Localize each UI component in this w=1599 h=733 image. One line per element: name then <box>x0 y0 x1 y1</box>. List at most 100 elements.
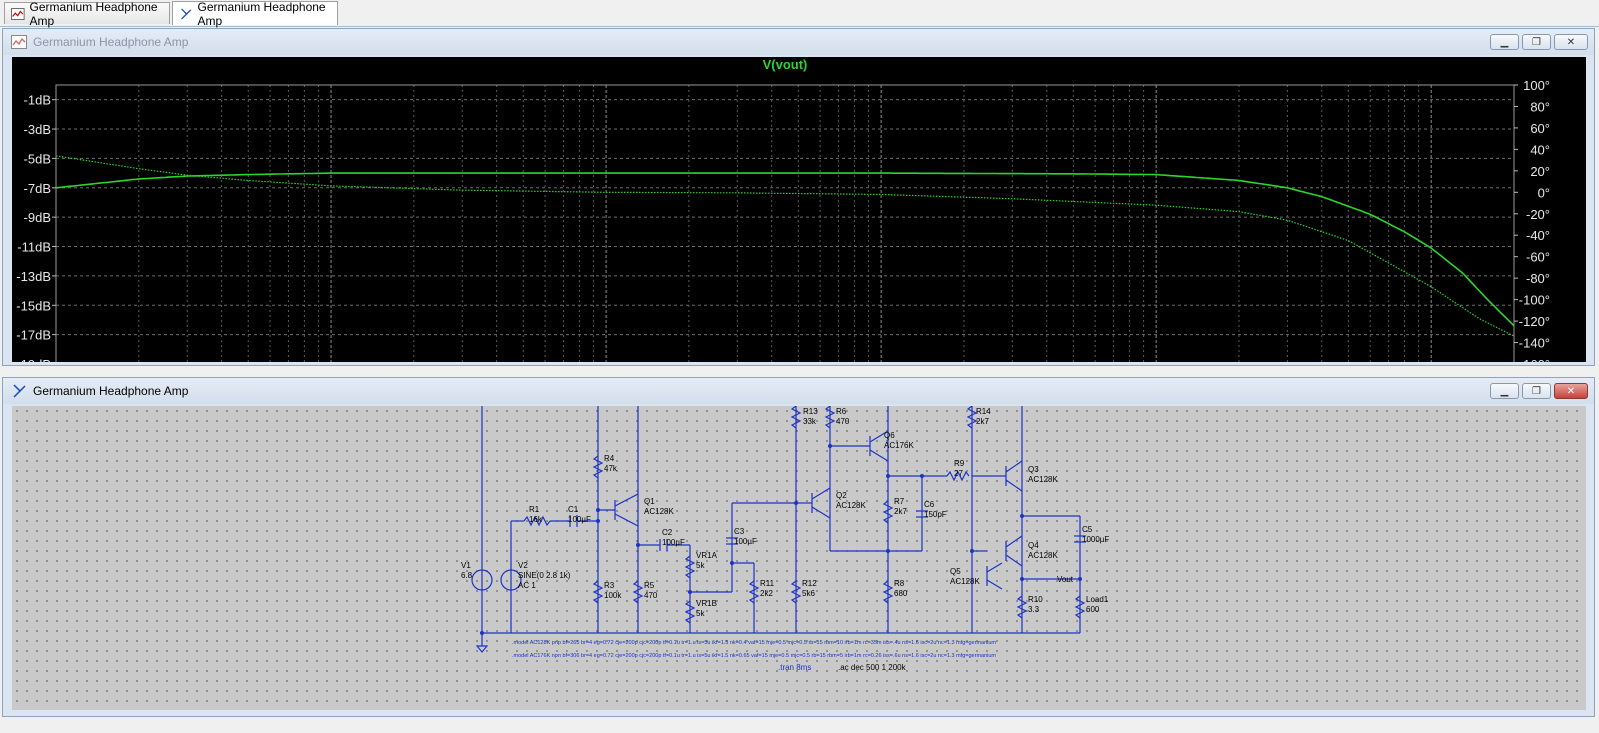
component-ref-r9[interactable]: R9 <box>954 459 965 468</box>
component-ref-load1[interactable]: Load1 <box>1086 595 1109 604</box>
component-value-c5[interactable]: 1000µF <box>1082 535 1109 544</box>
component-value-r11[interactable]: 2k2 <box>760 589 773 598</box>
component-value-r7[interactable]: 2k7 <box>894 507 907 516</box>
component-value-c1[interactable]: 100µF <box>568 515 591 524</box>
document-tab-bar: Germanium Headphone Amp Germanium Headph… <box>0 0 1599 28</box>
y-right-tick-label: -120° <box>1519 314 1550 329</box>
close-button[interactable]: ✕ <box>1554 34 1588 50</box>
component-ref-c6[interactable]: C6 <box>924 500 935 509</box>
plot-pane[interactable]: -1dB-3dB-5dB-7dB-9dB-11dB-13dB-15dB-17dB… <box>12 57 1586 383</box>
component-ref-r14[interactable]: R14 <box>976 407 991 416</box>
component-value-load1[interactable]: 600 <box>1086 605 1100 614</box>
tab-schematic[interactable]: Germanium Headphone Amp <box>172 0 338 28</box>
component-value-q3[interactable]: AC128K <box>1028 475 1058 484</box>
component-value2-v2[interactable]: AC 1 <box>518 581 536 590</box>
minimize-button[interactable]: ▁ <box>1490 34 1519 50</box>
model-directive-2[interactable]: .model AC176K npn bf=306 br=4 eg=0.72 cj… <box>512 653 996 659</box>
sim-command-ac[interactable]: .ac dec 500 1 200k <box>838 663 907 672</box>
component-value-q1[interactable]: AC128K <box>644 507 674 516</box>
component-ref-c1[interactable]: C1 <box>568 505 579 514</box>
component-ref-r7[interactable]: R7 <box>894 497 905 506</box>
plot-series <box>55 155 1515 337</box>
tab-waveform[interactable]: Germanium Headphone Amp <box>4 0 170 28</box>
component-value-r5[interactable]: 470 <box>644 591 658 600</box>
component-ref-r10[interactable]: R10 <box>1028 595 1043 604</box>
component-value-r6[interactable]: 470 <box>836 417 850 426</box>
component-value-v2[interactable]: SINE(0 2.8 1k) <box>518 571 571 580</box>
component-ref-q1[interactable]: Q1 <box>644 497 655 506</box>
y-left-tick-label: -11dB <box>17 240 51 255</box>
component-ref-q2[interactable]: Q2 <box>836 491 847 500</box>
component-value-q2[interactable]: AC128K <box>836 501 866 510</box>
schematic-icon <box>13 384 26 398</box>
component-value-r3[interactable]: 100k <box>604 591 622 600</box>
component-ref-c3[interactable]: C3 <box>734 527 745 536</box>
component-value-r9[interactable]: 27 <box>954 469 963 478</box>
component-value-r1[interactable]: 16k <box>529 515 543 524</box>
component-ref-r12[interactable]: R12 <box>802 579 817 588</box>
component-value-c2[interactable]: 100µF <box>662 538 685 547</box>
minimize-icon: ▁ <box>1500 385 1509 397</box>
close-button[interactable]: ✕ <box>1554 383 1588 399</box>
component-ref-r11[interactable]: R11 <box>760 579 775 588</box>
sim-command-tran[interactable]: .tran 8ms <box>778 663 811 672</box>
restore-button[interactable]: ❐ <box>1522 383 1551 399</box>
component-ref-r6[interactable]: R6 <box>836 407 847 416</box>
component-value-q5[interactable]: AC128K <box>950 577 980 586</box>
restore-icon: ❐ <box>1532 36 1541 48</box>
component-value-r8[interactable]: 680 <box>894 589 908 598</box>
component-value-r12[interactable]: 5k6 <box>802 589 815 598</box>
y-right-tick-label: -80° <box>1526 271 1550 286</box>
net-label-vout[interactable]: Vout <box>1057 575 1074 584</box>
component-ref-q5[interactable]: Q5 <box>950 567 961 576</box>
component-ref-q4[interactable]: Q4 <box>1028 541 1039 550</box>
component-value-r10[interactable]: 3.3 <box>1028 605 1040 614</box>
component-value-q4[interactable]: AC128K <box>1028 551 1058 560</box>
component-ref-r1[interactable]: R1 <box>529 505 540 514</box>
component-value-c6[interactable]: 150pF <box>924 510 947 519</box>
trace-label[interactable]: V(vout) <box>763 57 808 72</box>
tab-label: Germanium Headphone Amp <box>29 0 158 28</box>
y-left-tick-label: -3dB <box>24 122 51 137</box>
component-ref-v1[interactable]: V1 <box>461 561 471 570</box>
component-ref-vr1b[interactable]: VR1B <box>696 599 717 608</box>
y-left-tick-label: -9dB <box>24 210 51 225</box>
component-ref-r8[interactable]: R8 <box>894 579 905 588</box>
component-value-r14[interactable]: 2k7 <box>976 417 989 426</box>
y-left-tick-label: -1dB <box>24 93 51 108</box>
component-value-vr1a[interactable]: 5k <box>696 561 705 570</box>
component-ref-q3[interactable]: Q3 <box>1028 465 1039 474</box>
y-axis-left-ticks: -1dB-3dB-5dB-7dB-9dB-11dB-13dB-15dB-17dB… <box>16 93 56 372</box>
component-value-v1[interactable]: 6.8 <box>461 571 473 580</box>
y-right-tick-label: -40° <box>1526 228 1550 243</box>
waveform-icon <box>11 7 25 20</box>
component-value-r4[interactable]: 47k <box>604 464 618 473</box>
y-right-tick-label: -100° <box>1519 293 1550 308</box>
y-right-tick-label: -60° <box>1526 250 1550 265</box>
component-ref-r5[interactable]: R5 <box>644 581 655 590</box>
component-value-vr1b[interactable]: 5k <box>696 609 705 618</box>
component-ref-vr1a[interactable]: VR1A <box>696 551 718 560</box>
junction-dots <box>480 444 1082 635</box>
phase-trace <box>55 155 1515 337</box>
component-ref-r4[interactable]: R4 <box>604 454 615 463</box>
component-ref-c2[interactable]: C2 <box>662 528 673 537</box>
minimize-button[interactable]: ▁ <box>1490 383 1519 399</box>
component-ref-r13[interactable]: R13 <box>803 407 818 416</box>
component-ref-q6[interactable]: Q6 <box>884 431 895 440</box>
model-directive-1[interactable]: .model AC128K pnp bf=265 br=4 eg=0.72 cj… <box>512 640 996 646</box>
component-ref-v2[interactable]: V2 <box>518 561 528 570</box>
waveform-window-title: Germanium Headphone Amp <box>33 35 189 49</box>
restore-button[interactable]: ❐ <box>1522 34 1551 50</box>
waveform-window-titlebar[interactable]: Germanium Headphone Amp <box>3 29 1594 55</box>
component-ref-r3[interactable]: R3 <box>604 581 615 590</box>
component-value-r13[interactable]: 33k <box>803 417 817 426</box>
component-ref-c5[interactable]: C5 <box>1082 525 1093 534</box>
schematic-window-titlebar[interactable]: Germanium Headphone Amp <box>3 378 1594 404</box>
schematic-icon <box>181 7 192 20</box>
component-value-q6[interactable]: AC176K <box>884 441 914 450</box>
bode-plot[interactable]: -1dB-3dB-5dB-7dB-9dB-11dB-13dB-15dB-17dB… <box>12 57 1586 383</box>
component-value-c3[interactable]: 100µF <box>734 537 757 546</box>
